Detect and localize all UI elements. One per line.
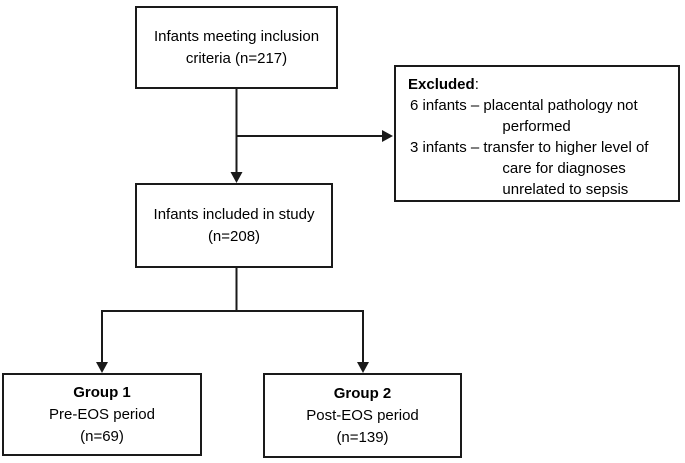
exclusion-item: 3 infants – transfer to higher level of …	[408, 137, 672, 200]
box-line: care for diagnoses	[502, 160, 626, 177]
box-line: criteria (n=217)	[185, 49, 288, 67]
exclusion-item-text: transfer to higher level of care for dia…	[483, 137, 672, 200]
box-line: performed	[502, 118, 571, 135]
included-in-study-box: Infants included in study (n=208)	[135, 183, 333, 268]
box-line: placental pathology not	[483, 97, 638, 114]
excluded-box: Excluded: 6 infants – placental patholog…	[394, 65, 680, 202]
arrowhead-down-group2	[357, 362, 369, 373]
box-line: unrelated to sepsis	[502, 181, 629, 198]
exclusion-item-text: placental pathology not performed	[483, 95, 672, 137]
arrowhead-down-group1	[96, 362, 108, 373]
group2-box: Group 2 Post-EOS period (n=139)	[263, 373, 462, 458]
arrowhead-right-excluded	[382, 130, 393, 142]
box-line: (n=208)	[207, 227, 261, 245]
group1-title: Group 1	[73, 383, 131, 401]
box-line: Infants meeting inclusion	[153, 27, 320, 45]
inclusion-criteria-box: Infants meeting inclusion criteria (n=21…	[135, 6, 338, 89]
excluded-title-word: Excluded	[408, 76, 475, 93]
arrowhead-down-middle	[230, 172, 243, 183]
exclusion-item: 6 infants – placental pathology not perf…	[408, 95, 672, 137]
box-line: Post-EOS period	[306, 406, 419, 424]
group2-title: Group 2	[333, 384, 392, 402]
excluded-title: Excluded:	[408, 74, 672, 95]
box-line: transfer to higher level of	[483, 139, 649, 156]
exclusion-item-prefix: 6 infants –	[410, 97, 484, 114]
box-line: Pre-EOS period	[49, 405, 155, 423]
excluded-title-colon: :	[474, 76, 479, 93]
group1-box: Group 1 Pre-EOS period (n=69)	[2, 373, 202, 456]
box-line: (n=139)	[336, 428, 389, 446]
box-line: (n=69)	[80, 427, 124, 445]
exclusion-item-prefix: 3 infants –	[410, 139, 484, 156]
box-line: Infants included in study	[153, 205, 315, 223]
